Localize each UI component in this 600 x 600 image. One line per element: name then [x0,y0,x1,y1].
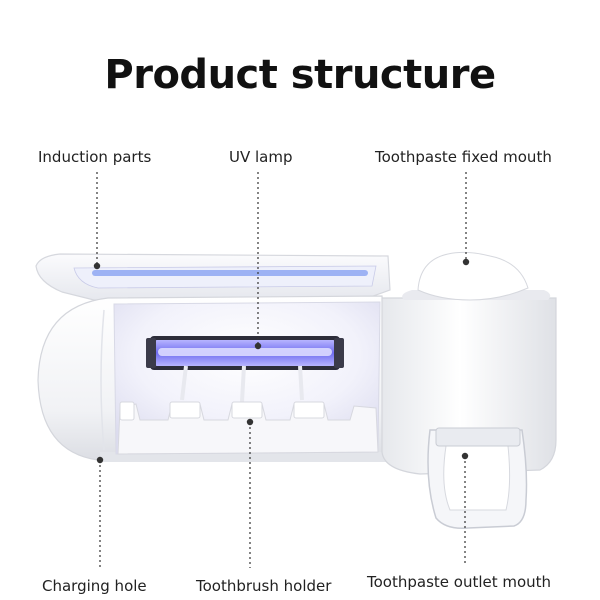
dot-tp-outlet [461,452,469,460]
toothbrush-hooks [180,365,304,403]
dot-uv [254,342,262,350]
dot-holder [246,418,254,426]
label-uv-lamp: UV lamp [229,148,293,166]
label-toothpaste-outlet-mouth: Toothpaste outlet mouth [367,573,552,591]
lid-uv-strip [92,270,368,276]
uv-lamp-tube [146,336,344,370]
dot-tp-fixed [462,258,470,266]
dot-induction [93,262,101,270]
dot-charging [96,456,104,464]
lid [35,253,391,301]
label-toothbrush-holder: Toothbrush holder [196,577,332,595]
label-toothpaste-fixed-mouth: Toothpaste fixed mouth [375,148,552,166]
toothbrush-holder-slots [117,401,379,455]
leader-dots [93,258,470,464]
toothpaste-dispenser [381,251,557,530]
leader-lines [96,172,467,568]
label-charging-hole: Charging hole [42,577,147,595]
page-title: Product structure [104,52,496,98]
label-induction-parts: Induction parts [38,148,152,166]
